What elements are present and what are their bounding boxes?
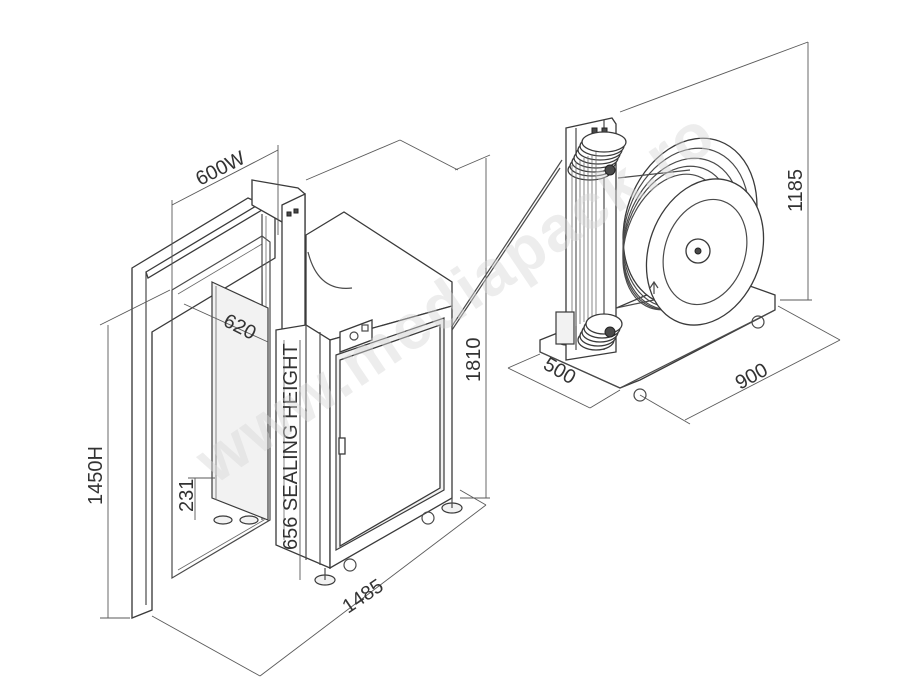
strap-lines	[571, 152, 597, 328]
dispenser-dimension-lines	[507, 41, 841, 425]
strap-reel	[622, 137, 765, 326]
label-900: 900	[732, 359, 772, 394]
machine-cabinet	[275, 211, 463, 586]
label-sealing-height: 656 SEALING HEIGHT	[280, 343, 302, 550]
strap-dispenser	[507, 41, 841, 425]
label-600w: 600W	[192, 147, 249, 190]
label-231: 231	[176, 479, 198, 512]
label-1450h: 1450H	[85, 446, 107, 505]
label-1810: 1810	[463, 338, 485, 383]
label-1485: 1485	[338, 575, 387, 618]
pulley-stack-top	[567, 131, 627, 181]
pulley-stack-bottom	[555, 311, 623, 351]
strapping-machine	[99, 139, 563, 677]
label-1185: 1185	[785, 169, 807, 212]
arch-frame	[131, 179, 306, 619]
machine-dimension-lines	[99, 139, 563, 677]
